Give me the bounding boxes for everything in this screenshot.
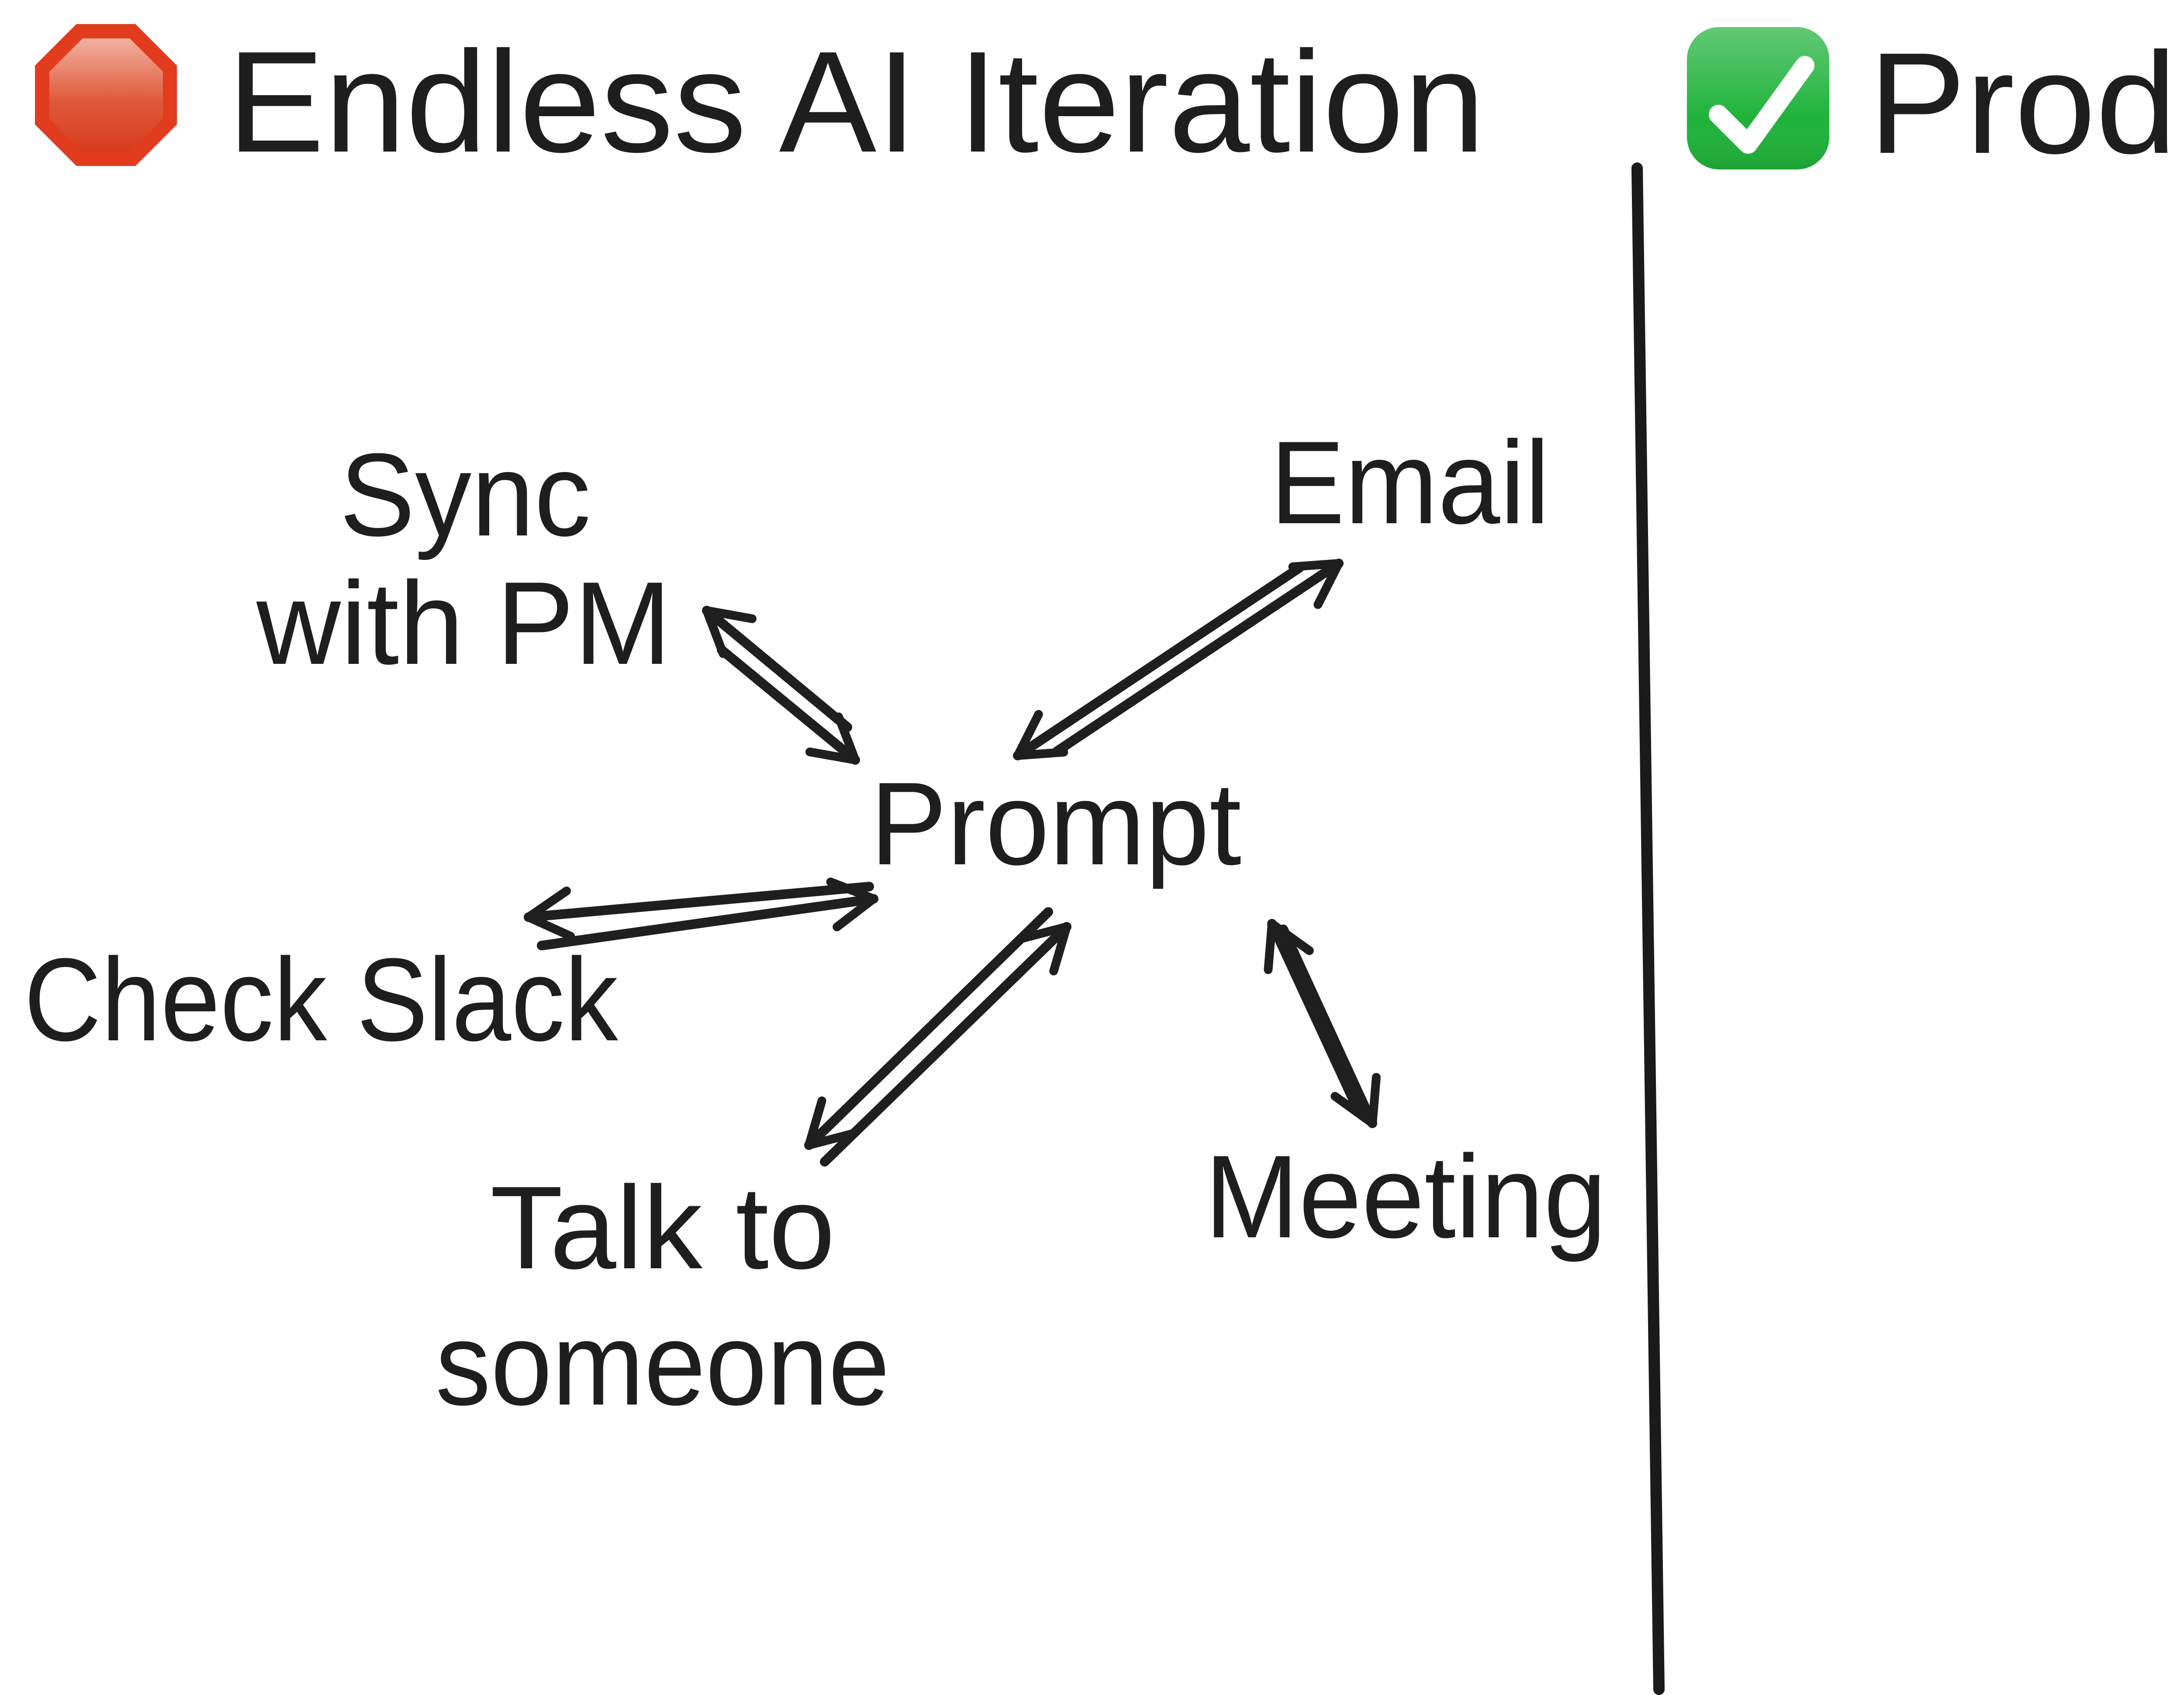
stop-sign-face <box>49 38 163 152</box>
arrow-sync-to-prompt <box>717 645 860 765</box>
right-title: Productive AI coding <box>1869 22 2184 184</box>
arrow-prompt-to-email <box>1052 559 1344 756</box>
check-mark-icon <box>1687 27 1829 169</box>
check-mark-shine <box>1687 27 1829 169</box>
arrow-prompt-to-meeting <box>1279 925 1381 1128</box>
node-prompt-left: Prompt <box>870 758 1242 890</box>
node-sync-line1: Sync <box>340 429 591 561</box>
arrow-meeting-to-prompt <box>1264 919 1364 1118</box>
left-title: Endless AI Iteration <box>227 21 1485 182</box>
node-talk-line2: someone <box>435 1298 890 1430</box>
node-email: Email <box>1270 417 1550 549</box>
arrow-check-slack-to-prompt <box>537 877 878 950</box>
node-meeting: Meeting <box>1205 1131 1607 1263</box>
arrow-email-to-prompt <box>1013 563 1304 760</box>
node-check-slack: Check Slack <box>24 934 620 1066</box>
arrow-talk-to-prompt <box>820 922 1071 1167</box>
panel-divider <box>1631 162 1665 1695</box>
node-talk-line1: Talk to <box>490 1162 835 1294</box>
stop-sign-icon <box>35 24 177 166</box>
left-diagram-arrows <box>524 559 1381 1167</box>
right-panel: Productive AI coding Prompt Plan the nex… <box>1687 22 2184 184</box>
arrow-prompt-to-talk <box>804 907 1053 1150</box>
left-panel: Endless AI Iteration Sync with PM Email … <box>24 21 1607 1430</box>
arrow-prompt-to-check-slack <box>524 882 874 941</box>
left-diagram-labels: Sync with PM Email Prompt Check Slack Ta… <box>24 417 1607 1430</box>
arrow-prompt-to-sync <box>702 606 852 732</box>
check-mark-glyph <box>1709 56 1814 154</box>
node-sync-line2: with PM <box>255 558 671 689</box>
